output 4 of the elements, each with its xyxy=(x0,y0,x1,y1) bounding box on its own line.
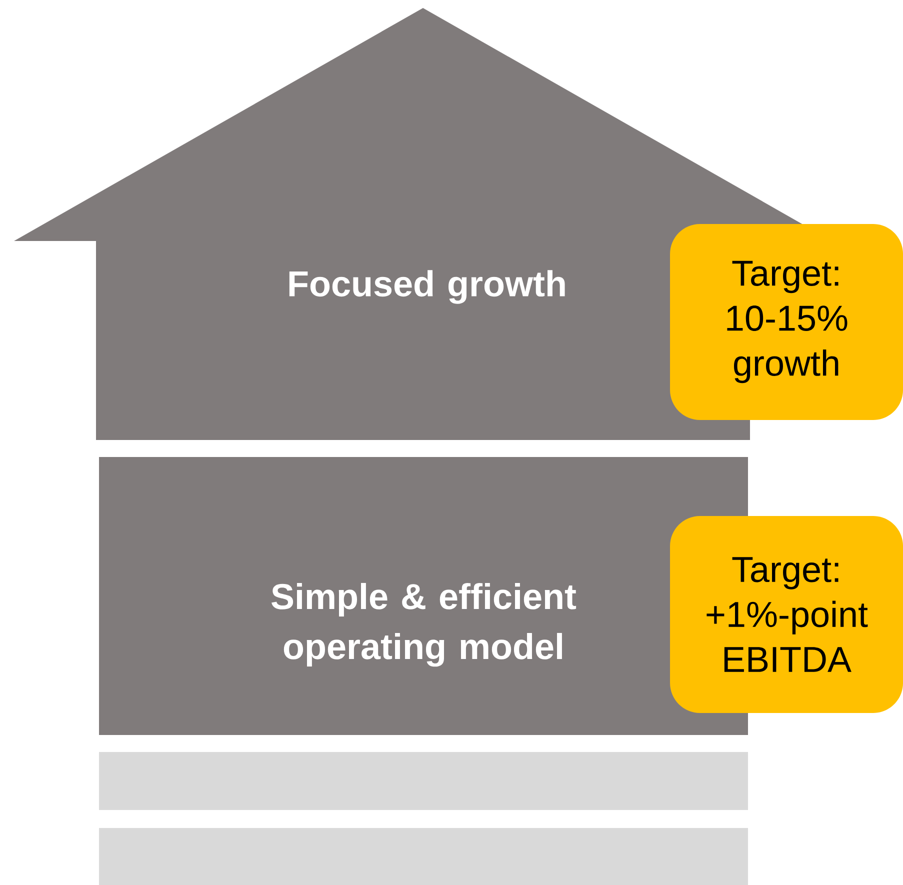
target-box: Target: +1%-point EBITDA xyxy=(670,516,903,713)
target-box: Target: 10-15% growth xyxy=(670,224,903,420)
foundation-bar xyxy=(99,752,748,810)
foundation-bar xyxy=(99,828,748,885)
